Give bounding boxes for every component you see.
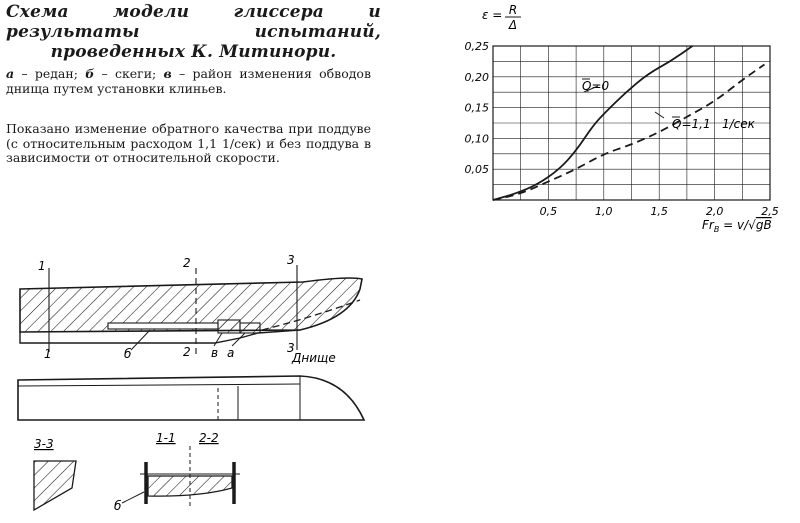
y-axis-label-den: Δ xyxy=(508,18,517,32)
series-label-q11-leader xyxy=(654,111,665,119)
series-label-q0-leader xyxy=(583,85,599,93)
y-tick-label: 0,25 xyxy=(465,40,490,53)
y-axis-label-num: R xyxy=(509,3,517,17)
x-tick-label: 1,0 xyxy=(595,205,613,218)
legend-text-v: – район изменения обводов днища путем ус… xyxy=(6,66,371,96)
label-redan-a: а xyxy=(227,346,234,360)
hull-side-view xyxy=(19,277,363,333)
section-label-2-bottom: 2 xyxy=(183,345,191,359)
y-axis-label-lhs: ε = xyxy=(482,8,502,22)
plan-deck-line xyxy=(17,383,301,387)
series-label-q11: Q̄=1,1 xyxy=(672,117,711,131)
series-label-q11-unit: 1/сек xyxy=(722,117,756,131)
series-line-q0 xyxy=(492,45,693,201)
figure-note: Показано изменение обратного качества пр… xyxy=(6,121,371,165)
wedge-region xyxy=(217,319,241,334)
chart-ticks: 0,05 0,10 0,15 0,20 0,25 0,5 1,0 1,5 2,0 2,5 xyxy=(465,40,779,218)
x-axis-label: FrB = v/√gB xyxy=(702,218,772,234)
section-label-3-bottom: 3 xyxy=(287,341,295,355)
chart-grid xyxy=(492,45,771,201)
section-label-3-3: 3-3 xyxy=(34,437,54,451)
y-tick-label: 0,20 xyxy=(465,71,490,84)
section-label-2-top: 2 xyxy=(183,256,191,270)
section-label-2-2: 2-2 xyxy=(199,431,219,445)
x-tick-label: 2,0 xyxy=(706,205,724,218)
skeg-strip xyxy=(107,322,219,330)
x-tick-label: 0,5 xyxy=(540,205,558,218)
glider-model-diagram: 1 1 2 2 3 3 б в а Днище 3-3 1-1 2-2 б xyxy=(17,253,366,513)
legend-key-b: б xyxy=(85,66,95,81)
chart-series xyxy=(492,45,765,201)
x-axis-label-root: gB xyxy=(756,218,772,232)
x-tick-label: 2,5 xyxy=(761,205,779,218)
redan-step xyxy=(239,322,261,334)
series-line-q11 xyxy=(492,63,765,201)
label-skeg-b2: б xyxy=(114,499,122,513)
x-tick-label: 1,5 xyxy=(650,205,668,218)
y-tick-label: 0,10 xyxy=(465,132,490,145)
label-bottom: Днище xyxy=(291,351,336,365)
y-tick-label: 0,05 xyxy=(465,163,490,176)
section-label-1-1: 1-1 xyxy=(156,431,176,445)
legend-key-v: в xyxy=(163,66,172,81)
label-redan-a-leader xyxy=(231,332,246,347)
x-axis-label-eq: = v/ xyxy=(719,218,750,232)
label-skeg-b-leader xyxy=(130,329,151,351)
plot-frame xyxy=(492,45,771,201)
bottom-modified-contour xyxy=(261,299,361,331)
x-axis-label-sub: B xyxy=(714,225,720,234)
legend-key-a: а xyxy=(6,66,15,81)
label-wedge-v: в xyxy=(211,346,218,360)
legend-text-a: – редан; xyxy=(14,66,86,81)
hull-bottom-line xyxy=(19,329,301,344)
legend-text-b: – скеги; xyxy=(94,66,164,81)
x-axis-label-main: Fr xyxy=(702,218,715,232)
figure-title: Схема модели глиссера и результаты испыт… xyxy=(6,2,381,62)
section-label-1-top: 1 xyxy=(38,259,46,273)
label-skeg-b: б xyxy=(124,347,132,361)
cross-section-1-1-2-2 xyxy=(147,475,233,497)
section-label-1-bottom: 1 xyxy=(44,347,52,361)
label-skeg-b2-leader xyxy=(121,491,145,504)
x-axis-label-root-sign: √ xyxy=(748,218,756,232)
figure-legend: а – редан; б – скеги; в – район изменени… xyxy=(6,66,371,96)
hull-plan-view xyxy=(17,375,366,421)
section-label-3-top: 3 xyxy=(287,253,295,267)
cross-section-3-3 xyxy=(33,460,77,512)
label-wedge-v-leader xyxy=(213,332,223,347)
y-tick-label: 0,15 xyxy=(465,102,490,115)
